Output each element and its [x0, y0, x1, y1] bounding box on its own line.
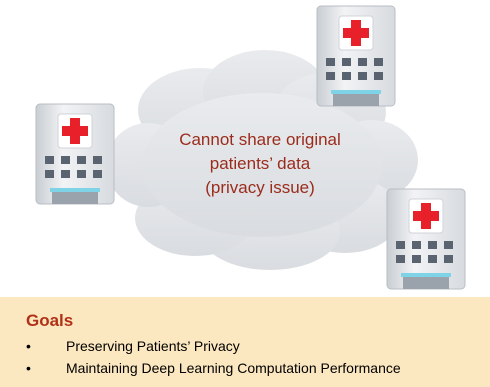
- goal-text: Preserving Patients’ Privacy: [66, 338, 240, 354]
- cloud-line: patients’ data: [209, 154, 311, 173]
- cloud-line: (privacy issue): [205, 178, 315, 197]
- bullet: •: [26, 338, 31, 354]
- privacy-diagram: [35, 5, 466, 290]
- goals-title: Goals: [26, 311, 74, 330]
- cloud-line: Cannot share original: [179, 130, 341, 149]
- hospital-icon: [386, 188, 466, 290]
- cloud-message: Cannot share original patients’ data (pr…: [150, 128, 370, 200]
- cloud-shape: [106, 50, 418, 270]
- goal-item: • Maintaining Deep Learning Computation P…: [26, 360, 401, 376]
- goals-panel: Goals • Preserving Patients’ Privacy • Mai…: [0, 297, 490, 387]
- hospital-icon: [35, 103, 115, 205]
- bullet: •: [26, 360, 31, 376]
- goal-item: • Preserving Patients’ Privacy: [26, 338, 240, 354]
- hospital-icon: [316, 5, 396, 107]
- goal-text: Maintaining Deep Learning Computation Pe…: [66, 360, 401, 376]
